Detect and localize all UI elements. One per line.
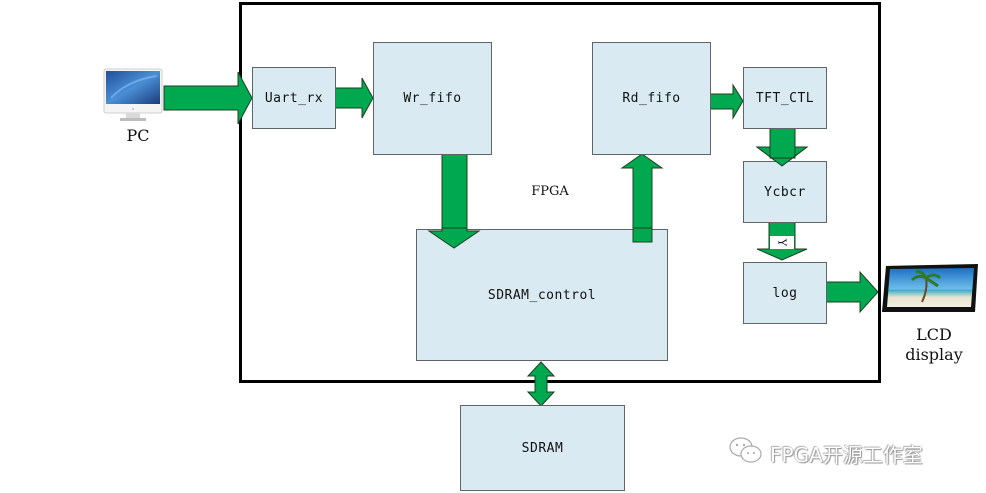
arrow-pc-to-uart <box>163 71 253 125</box>
lcd-display-icon <box>882 264 980 314</box>
lcd-label-line2: display <box>905 345 963 364</box>
wechat-icon <box>728 436 764 471</box>
block-log: log <box>743 262 827 324</box>
lcd-label-line1: LCD <box>916 325 952 344</box>
arrow-uart-to-wrfifo <box>334 77 374 119</box>
block-rd-fifo: Rd_fifo <box>592 42 711 155</box>
block-sdram: SDRAM <box>460 405 625 491</box>
fpga-container <box>239 2 881 383</box>
pc-icon <box>103 68 163 124</box>
block-wr-fifo: Wr_fifo <box>373 42 492 155</box>
arrow-sdramctl-to-rdfifo <box>620 153 664 242</box>
edge-label-y: Y <box>775 238 789 247</box>
arrow-log-to-lcd <box>825 270 879 314</box>
block-uart-rx: Uart_rx <box>252 67 336 129</box>
block-ycbcr: Ycbcr <box>743 161 827 223</box>
pc-label: PC <box>126 126 150 145</box>
arrow-sdramctl-sdram-bidir <box>526 361 556 407</box>
edge-label-bg <box>770 236 794 249</box>
block-sdram-control: SDRAM_control <box>416 229 668 361</box>
block-tft-ctl: TFT_CTL <box>743 67 827 129</box>
fpga-label: FPGA <box>531 184 569 199</box>
watermark: FPGA开源工作室 <box>728 436 923 471</box>
watermark-text: FPGA开源工作室 <box>770 443 923 467</box>
lcd-label: LCD display <box>888 325 980 365</box>
